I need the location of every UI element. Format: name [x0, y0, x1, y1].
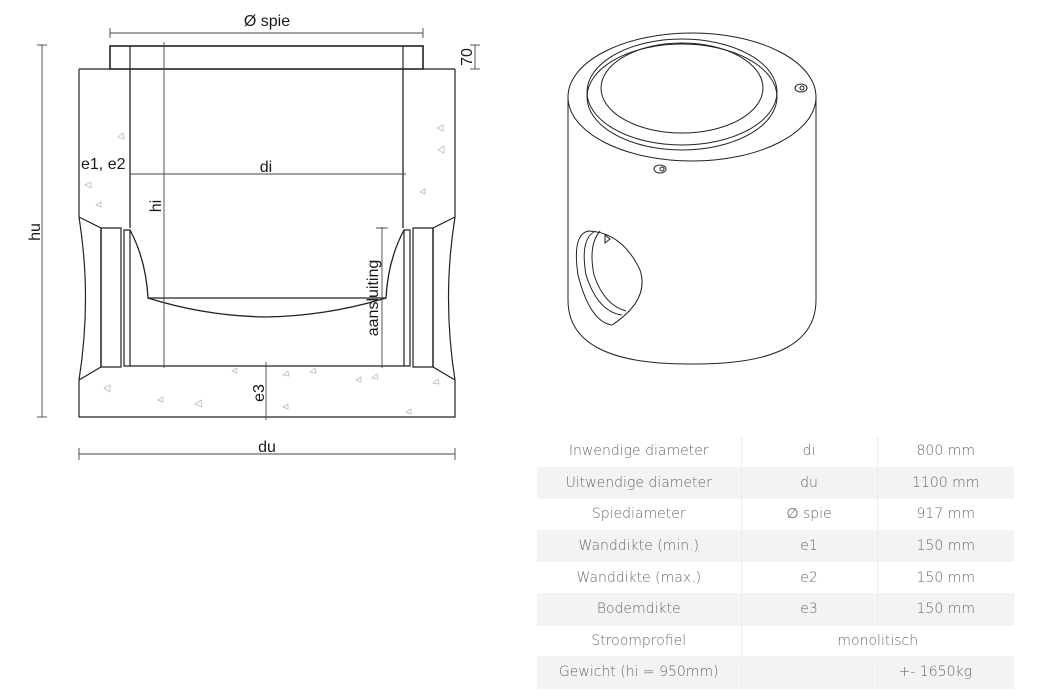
- value-cell: 1100 mm: [877, 467, 1014, 500]
- value-cell: +- 1650kg: [877, 656, 1014, 689]
- table-row: Wanddikte (max.) e2 150 mm: [537, 561, 1014, 594]
- value-cell: 800 mm: [877, 436, 1014, 468]
- symbol-cell: ∅ spie: [741, 498, 878, 531]
- value-cell: 150 mm: [877, 561, 1014, 594]
- connection-label: aansluiting: [365, 260, 382, 337]
- inner-height-label: hi: [148, 200, 165, 212]
- merged-value-cell: monolitisch: [741, 625, 1014, 658]
- overall-height-label: hu: [27, 223, 44, 241]
- table-row: Stroomprofiel monolitisch: [537, 625, 1014, 658]
- property-cell: Wanddikte (max.): [537, 561, 742, 594]
- table-row: Inwendige diameter di 800 mm: [537, 436, 1014, 468]
- property-cell: Uitwendige diameter: [537, 467, 742, 500]
- table-row: Spiediameter ∅ spie 917 mm: [537, 498, 1014, 531]
- spec-table: Inwendige diameter di 800 mm Uitwendige …: [537, 436, 1014, 689]
- wall-thickness-label: e1, e2: [81, 156, 126, 173]
- symbol-cell: di: [741, 436, 878, 468]
- symbol-cell: e3: [741, 593, 878, 626]
- symbol-cell: e1: [741, 530, 878, 563]
- spie-diameter-label: Ø spie: [244, 13, 290, 30]
- section-view: [37, 28, 480, 460]
- table-row: Wanddikte (min.) e1 150 mm: [537, 530, 1014, 563]
- table-row: Uitwendige diameter du 1100 mm: [537, 467, 1014, 500]
- table-row: Gewicht (hi = 950mm) +- 1650kg: [537, 656, 1014, 689]
- property-cell: Inwendige diameter: [537, 436, 742, 468]
- symbol-cell: [741, 656, 878, 689]
- outer-diameter-label: du: [258, 439, 276, 456]
- value-cell: 150 mm: [877, 593, 1014, 626]
- bottom-thickness-label: e3: [251, 384, 268, 402]
- symbol-cell: du: [741, 467, 878, 500]
- value-cell: 150 mm: [877, 530, 1014, 563]
- property-cell: Bodemdikte: [537, 593, 742, 626]
- property-cell: Stroomprofiel: [537, 625, 742, 658]
- spie-height-label: 70: [459, 48, 476, 66]
- value-cell: 917 mm: [877, 498, 1014, 531]
- table-row: Bodemdikte e3 150 mm: [537, 593, 1014, 626]
- symbol-cell: e2: [741, 561, 878, 594]
- inner-diameter-label: di: [260, 159, 272, 176]
- property-cell: Spiediameter: [537, 498, 742, 531]
- property-cell: Gewicht (hi = 950mm): [537, 656, 742, 689]
- property-cell: Wanddikte (min.): [537, 530, 742, 563]
- isometric-view: [567, 32, 817, 365]
- concrete-hatch: [84, 124, 445, 415]
